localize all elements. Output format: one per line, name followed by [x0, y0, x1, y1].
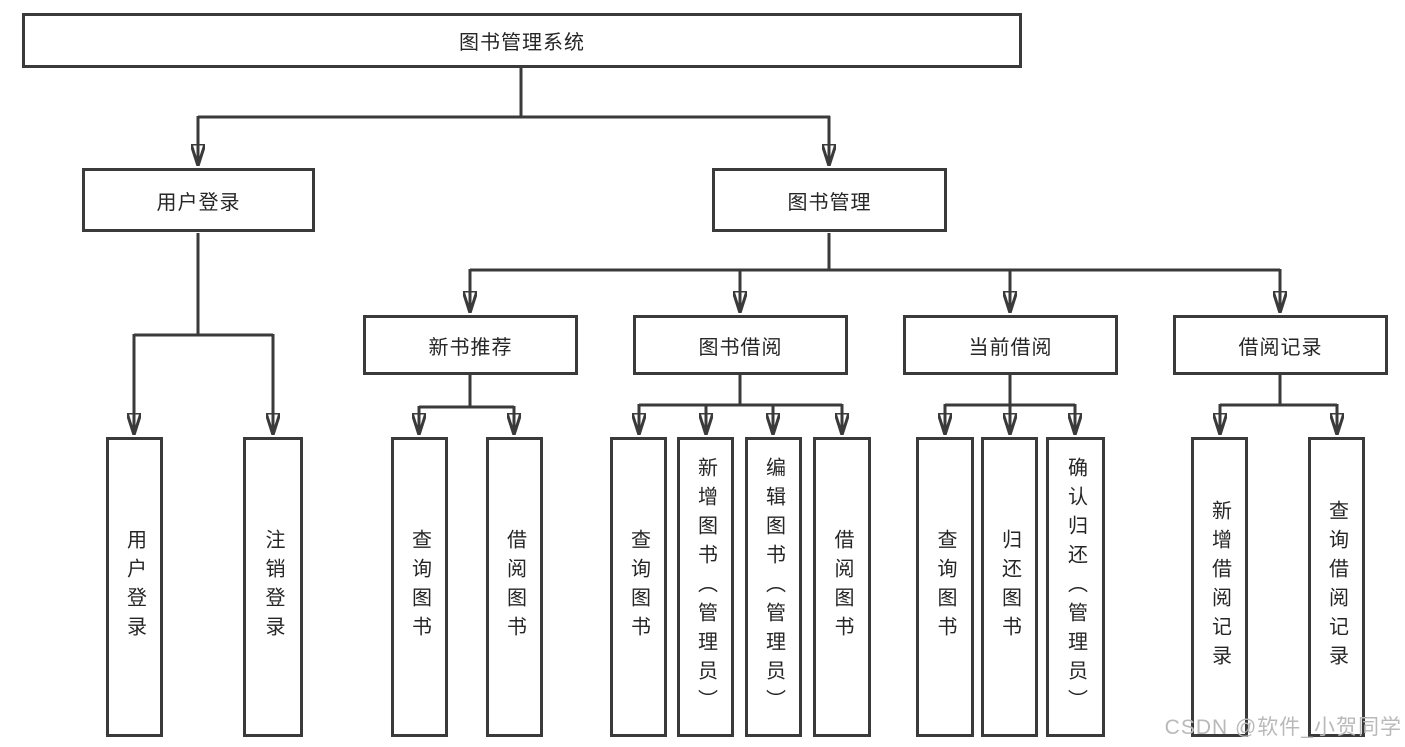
node-new-book-recommend: 新书推荐 [363, 315, 578, 375]
leaf-logout: 注销登录 [243, 437, 303, 737]
leaf-add-borrow-record: 新增借阅记录 [1191, 437, 1248, 737]
leaf-query-books-recommend: 查询图书 [391, 437, 448, 737]
leaf-user-login: 用户登录 [106, 437, 163, 737]
node-library-management-system: 图书管理系统 [22, 13, 1022, 68]
leaf-borrow-books-recommend: 借阅图书 [486, 437, 543, 737]
node-book-borrow: 图书借阅 [633, 315, 848, 375]
leaf-borrow-books: 借阅图书 [813, 437, 871, 737]
leaf-label: 查询图书 [934, 529, 956, 645]
leaf-query-books-borrow: 查询图书 [610, 437, 667, 737]
leaf-query-borrow-record: 查询借阅记录 [1308, 437, 1365, 737]
leaf-label: 新增借阅记录 [1208, 500, 1231, 674]
node-label: 借阅记录 [1238, 336, 1323, 359]
leaf-return-book: 归还图书 [981, 437, 1038, 737]
leaf-confirm-return-admin: 确认归还（管理员） [1046, 437, 1105, 737]
node-label: 图书管理 [787, 191, 872, 214]
leaf-label: 新增图书（管理员） [694, 456, 717, 718]
leaf-label: 查询图书 [627, 529, 650, 645]
node-current-borrow: 当前借阅 [903, 315, 1118, 375]
leaf-label: 查询借阅记录 [1325, 500, 1348, 674]
leaf-add-book-admin: 新增图书（管理员） [677, 437, 734, 737]
watermark-text: CSDN @软件_小贺同学 [1164, 716, 1402, 739]
leaf-label: 查询图书 [408, 529, 431, 645]
leaf-label: 确认归还（管理员） [1064, 456, 1087, 718]
node-label: 图书管理系统 [459, 32, 585, 54]
leaf-label: 借阅图书 [831, 529, 853, 645]
node-label: 新书推荐 [428, 336, 513, 359]
node-borrow-records: 借阅记录 [1173, 315, 1388, 375]
node-label: 当前借阅 [968, 336, 1053, 359]
node-user-login: 用户登录 [82, 168, 315, 232]
node-label: 图书借阅 [698, 336, 783, 359]
node-label: 用户登录 [156, 191, 241, 214]
leaf-label: 注销登录 [262, 529, 284, 645]
leaf-label: 借阅图书 [503, 529, 526, 645]
leaf-label: 编辑图书（管理员） [762, 456, 785, 718]
leaf-query-books-current: 查询图书 [916, 437, 974, 737]
node-book-management: 图书管理 [712, 168, 947, 232]
leaf-label: 用户登录 [123, 529, 146, 645]
leaf-label: 归还图书 [998, 529, 1021, 645]
leaf-edit-book-admin: 编辑图书（管理员） [745, 437, 802, 737]
